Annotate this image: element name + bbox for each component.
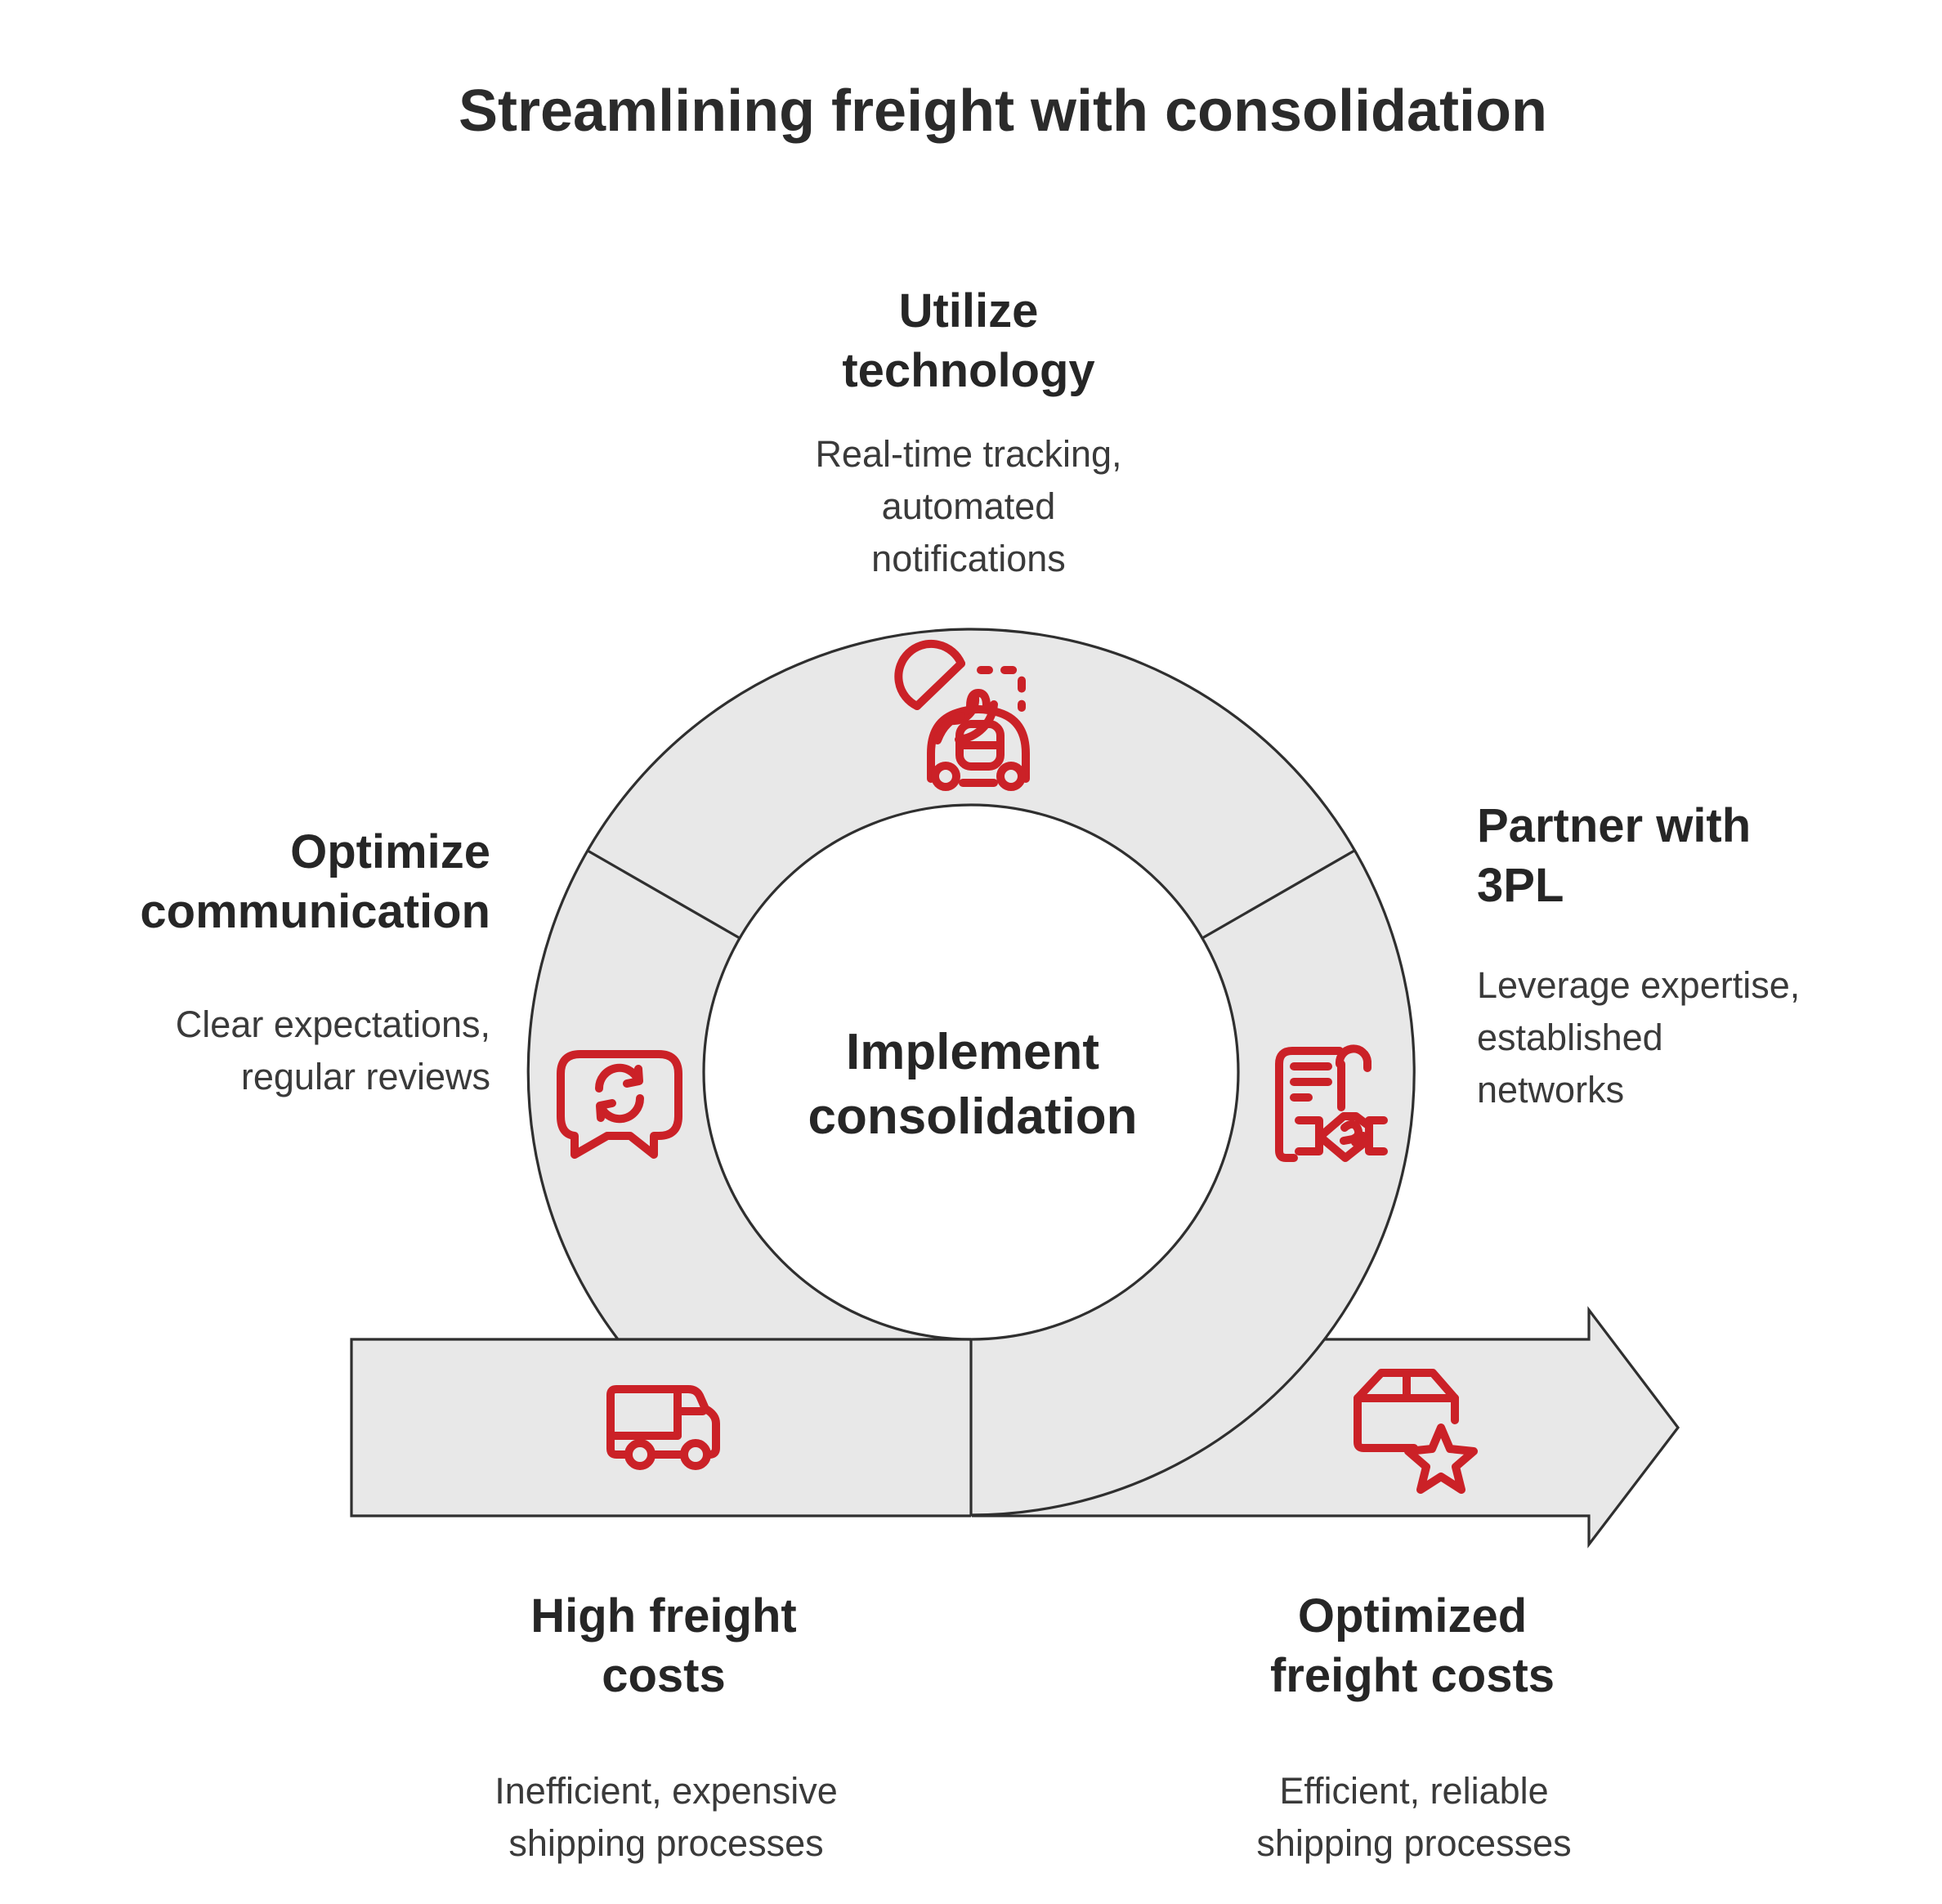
- contract-handshake-icon: [1275, 1044, 1388, 1162]
- step-description-partner-with-3pl: Leverage expertise, established networks: [1477, 964, 1801, 1111]
- ring-divider-upper-left: [587, 849, 741, 940]
- flow-band-right-outline: [972, 1306, 1680, 1549]
- package-star-icon: [1354, 1369, 1478, 1494]
- loop-shape-fills: [351, 629, 1678, 1544]
- step-label-partner-with-3pl: Partner with 3PL: [1477, 799, 1752, 912]
- flow-start-description: Inefficient, expensive shipping processe…: [494, 1770, 838, 1864]
- delivery-truck-icon: [606, 1385, 720, 1470]
- flow-end-description: Efficient, reliable shipping processes: [1256, 1770, 1572, 1864]
- flow-band-left: [351, 1339, 971, 1516]
- ring-divider-upper-right: [1201, 849, 1355, 940]
- chat-sync-icon: [557, 1050, 682, 1159]
- step-label-utilize-technology: Utilize technology: [842, 284, 1095, 397]
- flow-band-right: [971, 1310, 1678, 1544]
- loop-ring: [528, 629, 1414, 1515]
- flow-end-label: Optimized freight costs: [1269, 1589, 1555, 1702]
- step-description-utilize-technology: Real-time tracking, automated notificati…: [815, 433, 1122, 579]
- flow-start-label: High freight costs: [530, 1589, 797, 1702]
- step-label-optimize-communication: Optimize communication: [140, 825, 490, 938]
- flow-band-left-outline: [350, 1338, 971, 1517]
- loop-shape-outlines: [350, 628, 1680, 1549]
- ring-center-label: Implement consolidation: [808, 1024, 1138, 1146]
- step-description-optimize-communication: Clear expectations, regular reviews: [175, 1003, 490, 1097]
- ring-outer-arc: [526, 628, 1416, 1517]
- page-title: Streamlining freight with consolidation: [458, 78, 1548, 144]
- gps-tracking-car-icon: [894, 639, 1030, 791]
